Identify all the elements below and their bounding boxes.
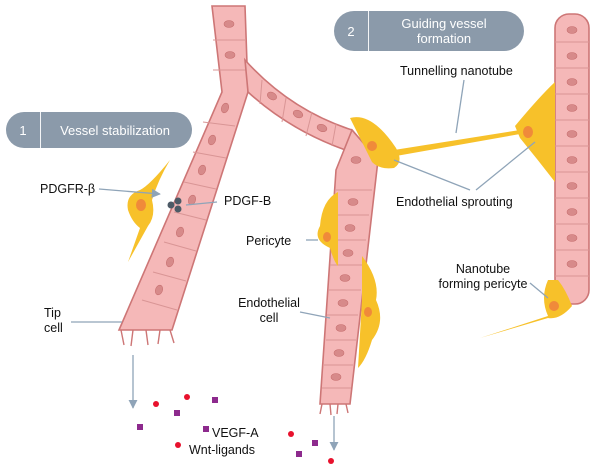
pericyte-junction	[350, 117, 400, 169]
step-1-pill: 1 Vessel stabilization	[6, 112, 192, 148]
step-1-title: Vessel stabilization	[60, 122, 170, 138]
step-2-pill: 2 Guiding vessel formation	[334, 11, 524, 51]
label-endothelial-cell: Endothelial cell	[234, 296, 304, 326]
step-2-number: 2	[347, 23, 355, 39]
pericyte-lower	[358, 256, 381, 368]
vessel-left-branch	[117, 5, 249, 331]
tunnelling-nanotube	[394, 82, 555, 182]
label-pdgfr-beta: PDGFR-β	[40, 182, 96, 196]
label-tunnelling-nanotube: Tunnelling nanotube	[400, 64, 513, 78]
label-nanotube-line2: forming pericyte	[438, 277, 528, 291]
label-tip-cell: Tip cell	[44, 306, 63, 336]
pericyte-pdgfr	[127, 160, 170, 262]
legend-wnt-ligands: Wnt-ligands	[189, 443, 255, 457]
label-nanotube-forming-pericyte: Nanotube forming pericyte	[428, 262, 538, 292]
label-tip-line2: cell	[44, 321, 63, 335]
label-endothelial-line1: Endothelial	[238, 296, 300, 310]
label-nanotube-line1: Nanotube	[455, 262, 511, 276]
label-tip-line1: Tip	[44, 306, 61, 320]
step-2-title-line1: Guiding vessel	[401, 16, 487, 31]
step-1-number: 1	[19, 122, 27, 138]
pdgf-b-molecule	[167, 197, 182, 213]
pericyte-middle	[317, 192, 338, 266]
legend-vegf-a: VEGF-A	[212, 426, 259, 440]
step-2-title: Guiding vessel formation	[369, 16, 519, 46]
step-1-divider	[40, 112, 41, 148]
tip-cell-middle	[319, 403, 349, 416]
wnt-ligand-markers	[153, 394, 334, 464]
tip-cell-left	[120, 329, 175, 347]
nanotube-forming-pericyte	[480, 280, 572, 338]
label-endothelial-line2: cell	[259, 311, 279, 325]
step-2-divider	[368, 11, 369, 51]
step-2-title-line2: formation	[416, 31, 472, 46]
leader-lines	[71, 79, 549, 451]
label-pdgf-b: PDGF-B	[224, 194, 272, 208]
label-pericyte: Pericyte	[246, 234, 292, 248]
vegf-a-markers	[137, 397, 318, 457]
vessel-right	[554, 13, 590, 305]
vessel-middle-branch	[319, 128, 379, 405]
label-endothelial-sprouting: Endothelial sprouting	[396, 195, 513, 209]
